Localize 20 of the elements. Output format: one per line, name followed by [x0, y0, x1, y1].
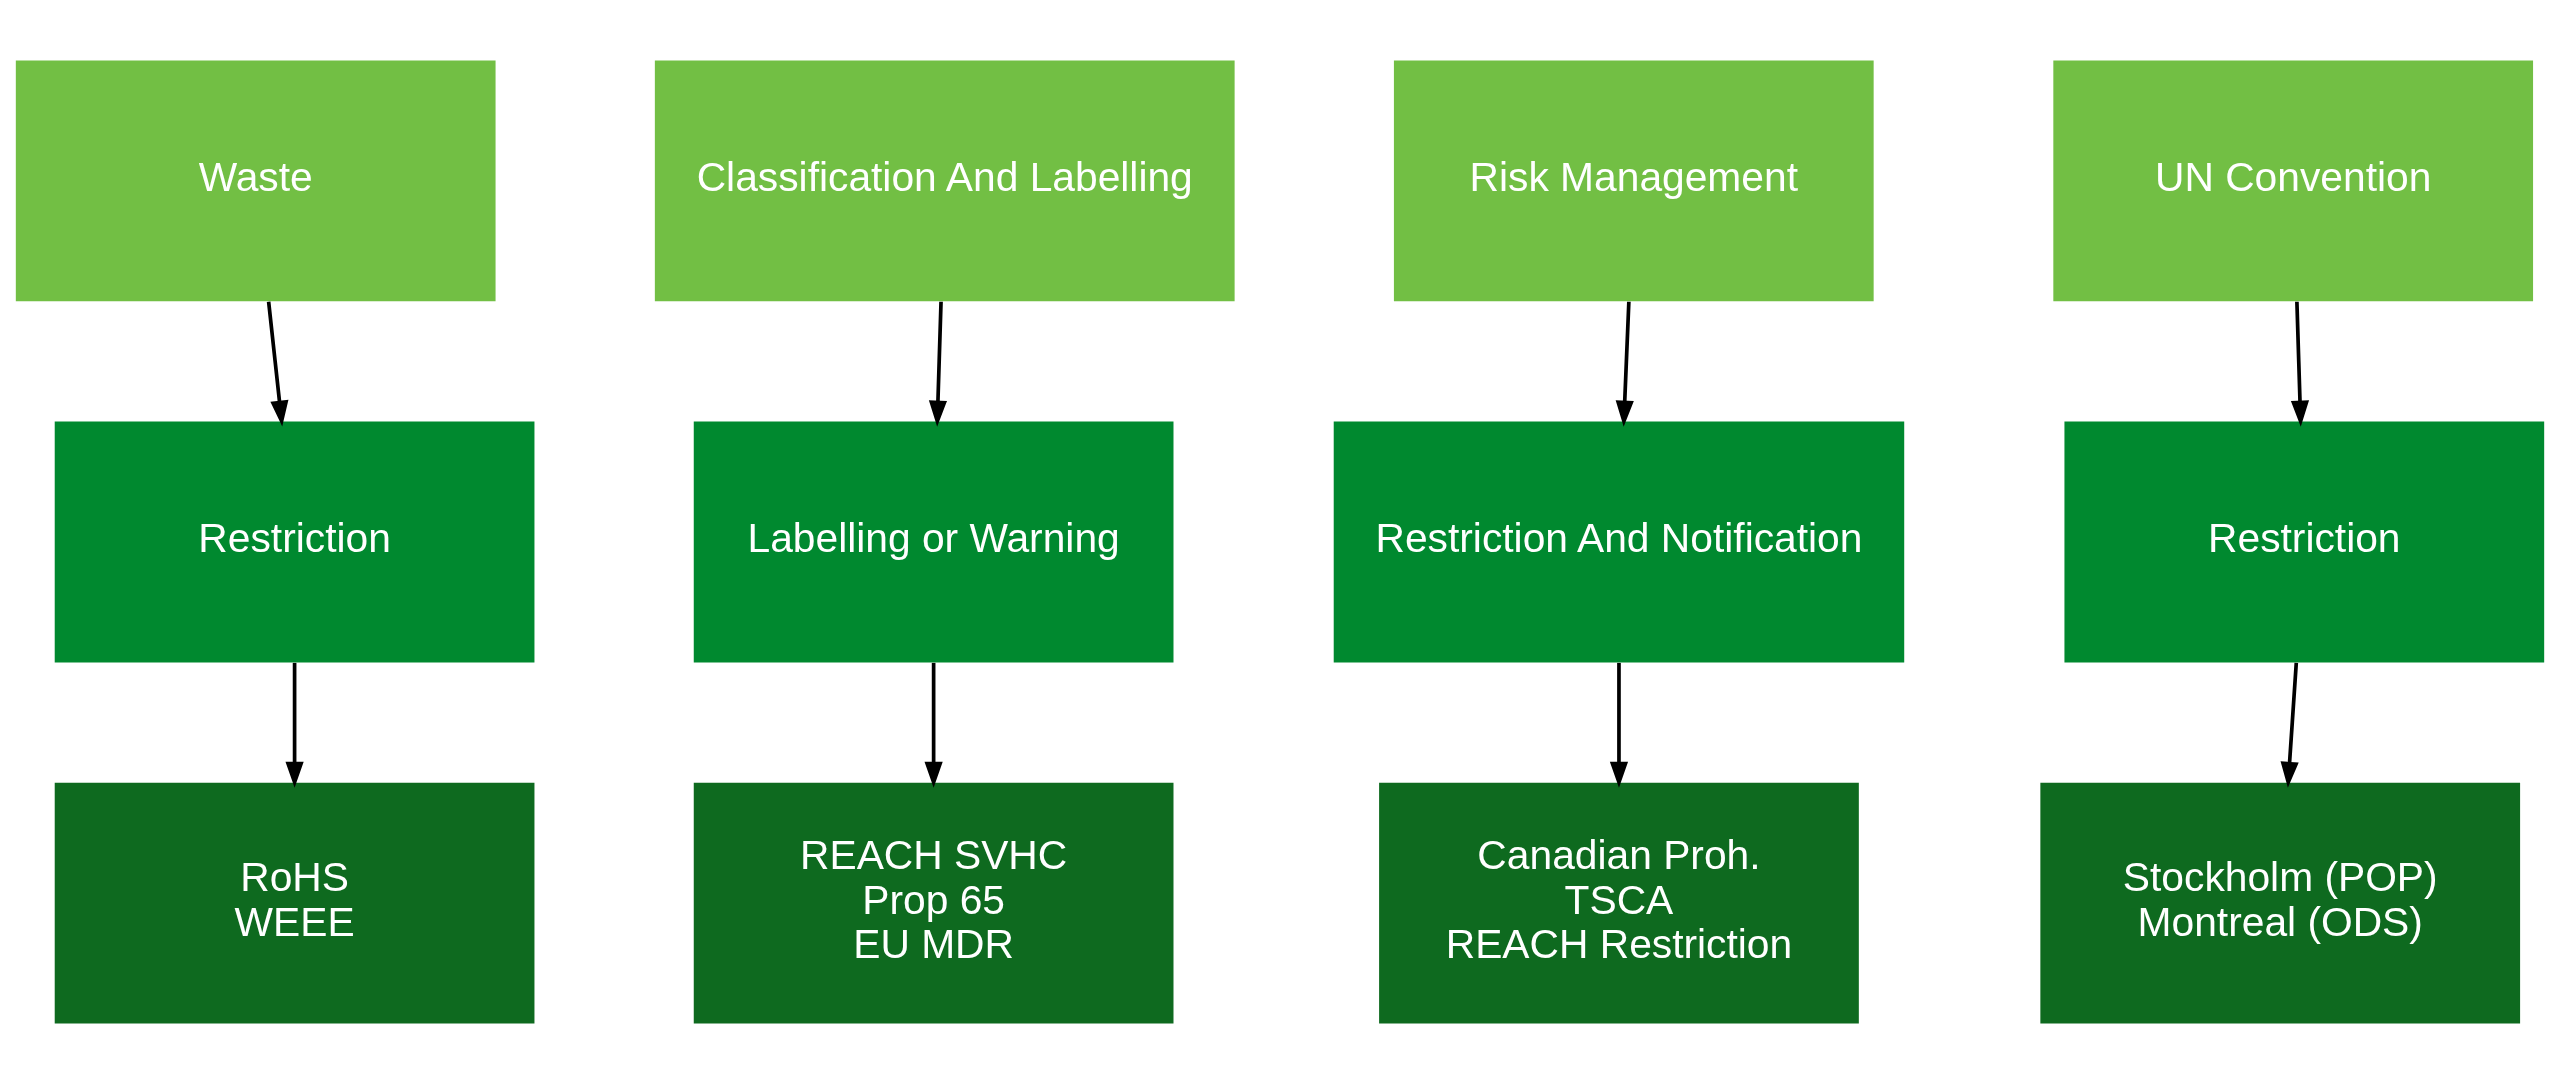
node-box: UN Convention: [2053, 59, 2534, 301]
node-box: Restriction And Notification: [1333, 421, 1905, 662]
arrow: [1609, 662, 1629, 788]
arrow: [1615, 301, 1634, 427]
node-box: REACH SVHC Prop 65 EU MDR: [693, 782, 1174, 1024]
node-box: Restriction: [2064, 421, 2545, 662]
node-box: RoHS WEEE: [54, 782, 535, 1024]
node-box: Canadian Proh. TSCA REACH Restriction: [1379, 782, 1859, 1024]
node-box: Restriction: [54, 421, 535, 662]
node-box: Waste: [15, 59, 496, 301]
node-box: Labelling or Warning: [693, 421, 1174, 662]
arrow: [924, 662, 943, 788]
arrow: [928, 301, 948, 427]
arrow: [2280, 662, 2299, 788]
arrow: [2290, 301, 2310, 427]
node-box: Stockholm (POP) Montreal (ODS): [2040, 782, 2521, 1024]
node-box: Classification And Labelling: [654, 59, 1235, 301]
arrow: [285, 662, 304, 788]
node-box: Risk Management: [1393, 59, 1874, 301]
arrow: [266, 301, 289, 427]
